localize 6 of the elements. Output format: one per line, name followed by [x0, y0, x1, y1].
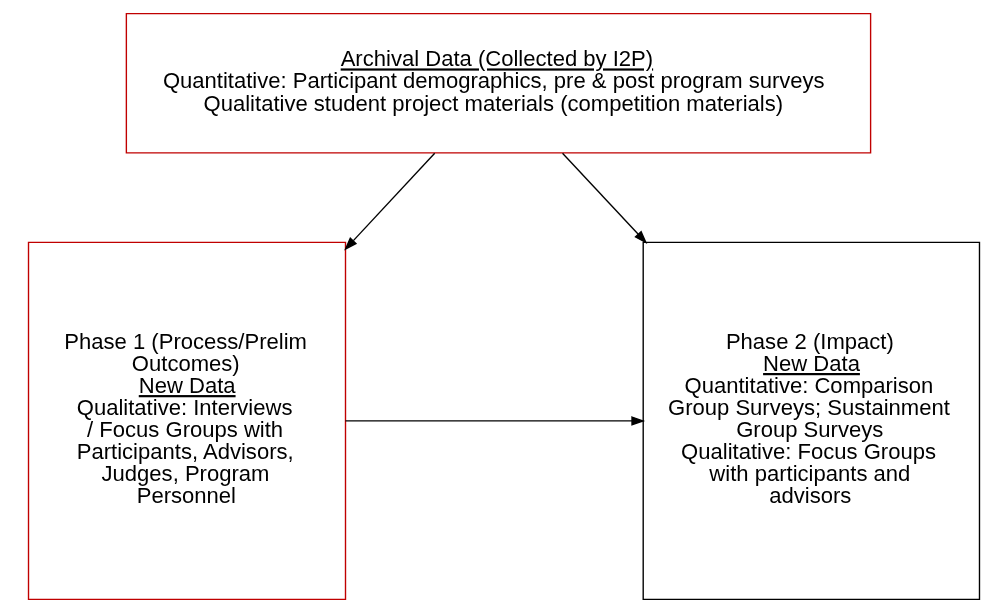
- node-box: Phase 1 (Process/Prelim Outcomes) New Data Qualitative: Interviews / Focus Groups with Participants, Advisors, Judges, Program Personnel: [27, 241, 347, 601]
- arrow: [344, 416, 646, 426]
- node-box: Archival Data (Collected by I2P) Quantitative: Participant demographics, pre & post program surveys Qualitative student project materials (competition materials): [125, 12, 872, 154]
- arrow: [344, 152, 436, 251]
- arrow: [561, 152, 648, 244]
- node-box: Phase 2 (Impact) New Data Quantitative: Comparison Group Surveys; Sustainment Group Surveys Qualitative: Focus Groups with participants and advisors: [642, 241, 981, 601]
